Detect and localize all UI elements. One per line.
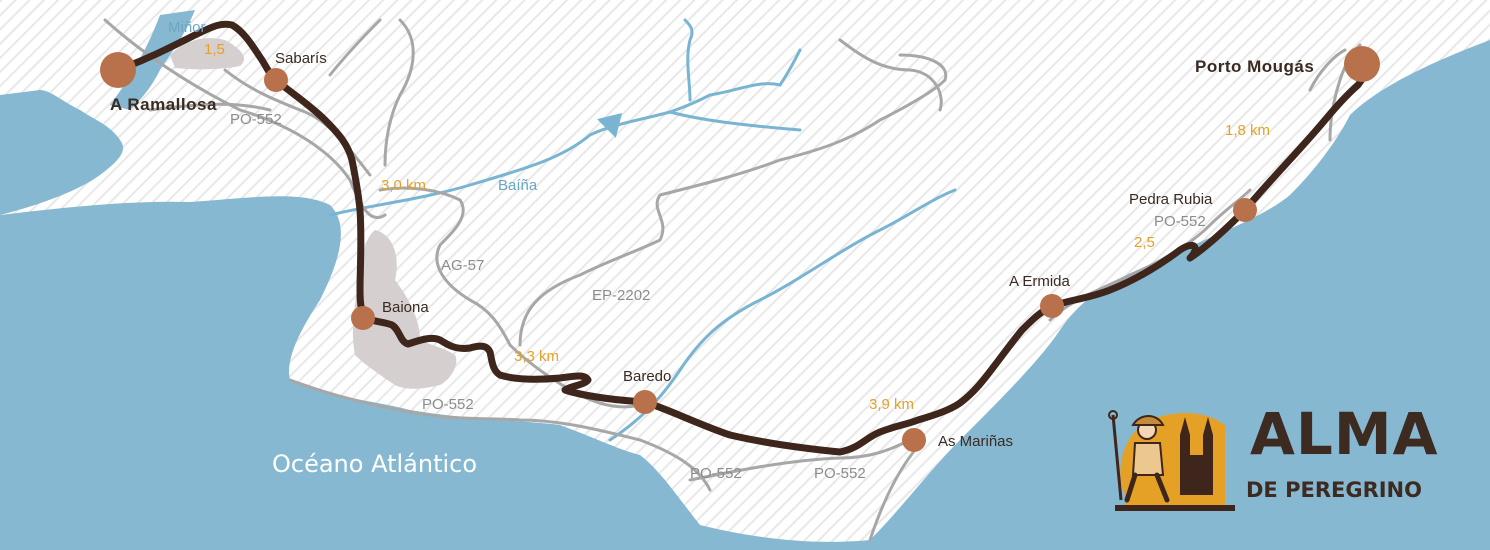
minor-estuary bbox=[0, 90, 124, 215]
road-label-po552: PO-552 bbox=[422, 396, 474, 413]
road-label-po552: PO-552 bbox=[814, 465, 866, 482]
distance-label: 3,3 km bbox=[514, 348, 560, 365]
minor-inlet bbox=[110, 10, 195, 110]
river-label-minor: Miñor bbox=[168, 19, 206, 36]
stop-sabaris[interactable] bbox=[264, 68, 288, 92]
distance-label: 3,9 km bbox=[869, 396, 915, 413]
ocean-label: Océano Atlántico bbox=[272, 450, 478, 478]
brand-subtitle: DE PEREGRINO bbox=[1246, 478, 1422, 502]
place-label-baredo: Baredo bbox=[623, 368, 672, 385]
stop-baiona[interactable] bbox=[351, 306, 375, 330]
baiona-urban-area bbox=[352, 230, 457, 389]
stop-pedra-rubia[interactable] bbox=[1233, 198, 1257, 222]
road-label-po552: PO-552 bbox=[1154, 213, 1206, 230]
pilgrim-route bbox=[114, 20, 1372, 456]
distance-label: 1,8 km bbox=[1225, 122, 1271, 139]
route-stops bbox=[100, 46, 1380, 452]
road-label-po552: PO-552 bbox=[690, 465, 742, 482]
place-label-as-marinas: As Mariñas bbox=[938, 433, 1014, 450]
place-label-a-ermida: A Ermida bbox=[1009, 273, 1070, 290]
stop-a-ramallosa[interactable] bbox=[100, 52, 136, 88]
place-label-pedra-rubia: Pedra Rubia bbox=[1129, 191, 1213, 208]
ramallosa-urban-area bbox=[170, 38, 245, 70]
distance-label: 2,5 bbox=[1134, 234, 1155, 251]
distance-label: 1,5 bbox=[204, 41, 225, 58]
brand-title: ALMA bbox=[1250, 400, 1439, 468]
rivers bbox=[328, 18, 957, 442]
road-label-po552: PO-552 bbox=[230, 111, 282, 128]
place-label-baiona: Baiona bbox=[382, 299, 429, 316]
pilgrim-cathedral-logo bbox=[1108, 410, 1235, 511]
place-label-porto-mougas: Porto Mougás bbox=[1195, 57, 1315, 76]
stop-as-marinas[interactable] bbox=[902, 428, 926, 452]
river-label-baina: Baíña bbox=[498, 177, 538, 194]
stop-porto-mougas[interactable] bbox=[1344, 46, 1380, 82]
road-label-ep2202: EP-2202 bbox=[592, 287, 651, 304]
stop-a-ermida[interactable] bbox=[1040, 294, 1064, 318]
stop-baredo[interactable] bbox=[633, 390, 657, 414]
atlantic-ocean bbox=[0, 40, 1490, 550]
road-label-ag57: AG-57 bbox=[441, 257, 485, 274]
place-label-a-ramallosa: A Ramallosa bbox=[110, 95, 217, 114]
place-label-sabaris: Sabarís bbox=[275, 50, 327, 67]
distance-label: 3,0 km bbox=[381, 177, 427, 194]
